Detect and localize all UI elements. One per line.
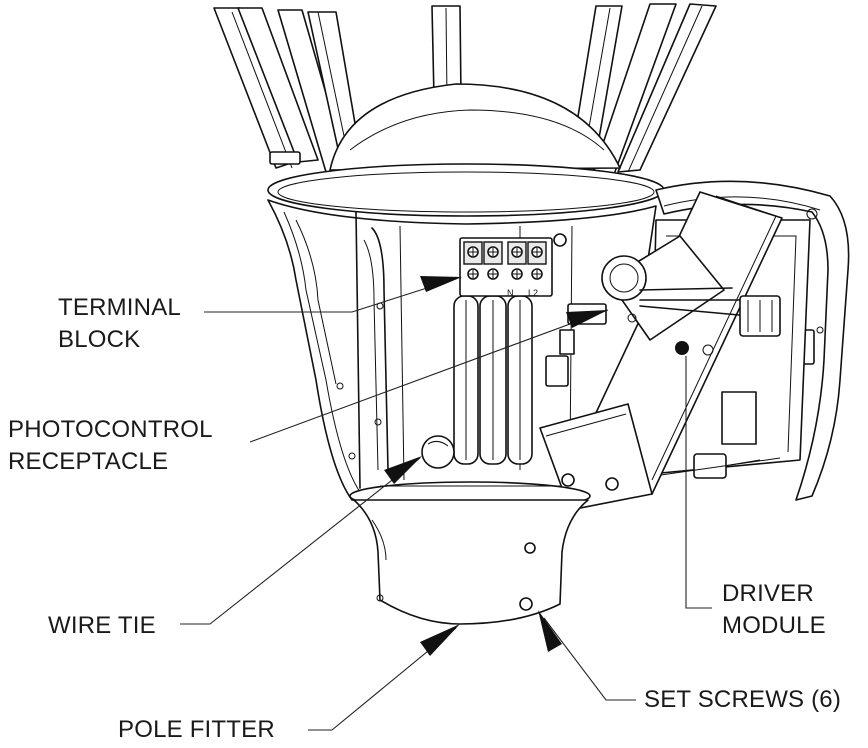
callout-driver-module-line2: MODULE: [722, 612, 826, 639]
leader-driver-module: [685, 356, 712, 609]
lamp-dome: [329, 83, 621, 171]
leader-pole-fitter: [308, 624, 460, 731]
pole-fitter: [353, 499, 589, 625]
driver-module: [539, 191, 783, 511]
terminal-mark-l2: L2: [528, 288, 538, 298]
callout-photocontrol-line2: RECEPTACLE: [8, 448, 169, 475]
leader-terminal-block: [204, 276, 462, 313]
leader-photocontrol: [249, 309, 609, 443]
callout-set-screws: SET SCREWS (6): [644, 684, 841, 716]
terminal-block: N L2: [459, 233, 567, 298]
callout-wire-tie-line1: WIRE TIE: [48, 612, 156, 639]
callout-photocontrol-line1: PHOTOCONTROL: [8, 416, 213, 443]
callout-driver-module: DRIVER MODULE: [722, 578, 826, 642]
callout-pole-fitter-line1: POLE FITTER: [118, 716, 275, 743]
leader-set-screws: [538, 610, 636, 701]
callout-set-screws-line1: SET SCREWS (6): [644, 686, 842, 713]
wire-tie: [421, 435, 455, 469]
callout-pole-fitter: POLE FITTER: [118, 714, 275, 746]
top-rim: [267, 151, 665, 217]
wire-bundle: [453, 295, 533, 465]
leader-wire-tie: [180, 456, 422, 625]
callout-terminal-block-line2: BLOCK: [58, 326, 141, 353]
terminal-mark-n: N: [507, 288, 514, 298]
callout-terminal-block-line1: TERMINAL: [58, 294, 181, 321]
callout-photocontrol-receptacle: PHOTOCONTROL RECEPTACLE: [8, 414, 213, 478]
callout-wire-tie: WIRE TIE: [48, 610, 156, 642]
callout-terminal-block: TERMINAL BLOCK: [58, 292, 181, 356]
callout-driver-module-line1: DRIVER: [722, 580, 814, 607]
